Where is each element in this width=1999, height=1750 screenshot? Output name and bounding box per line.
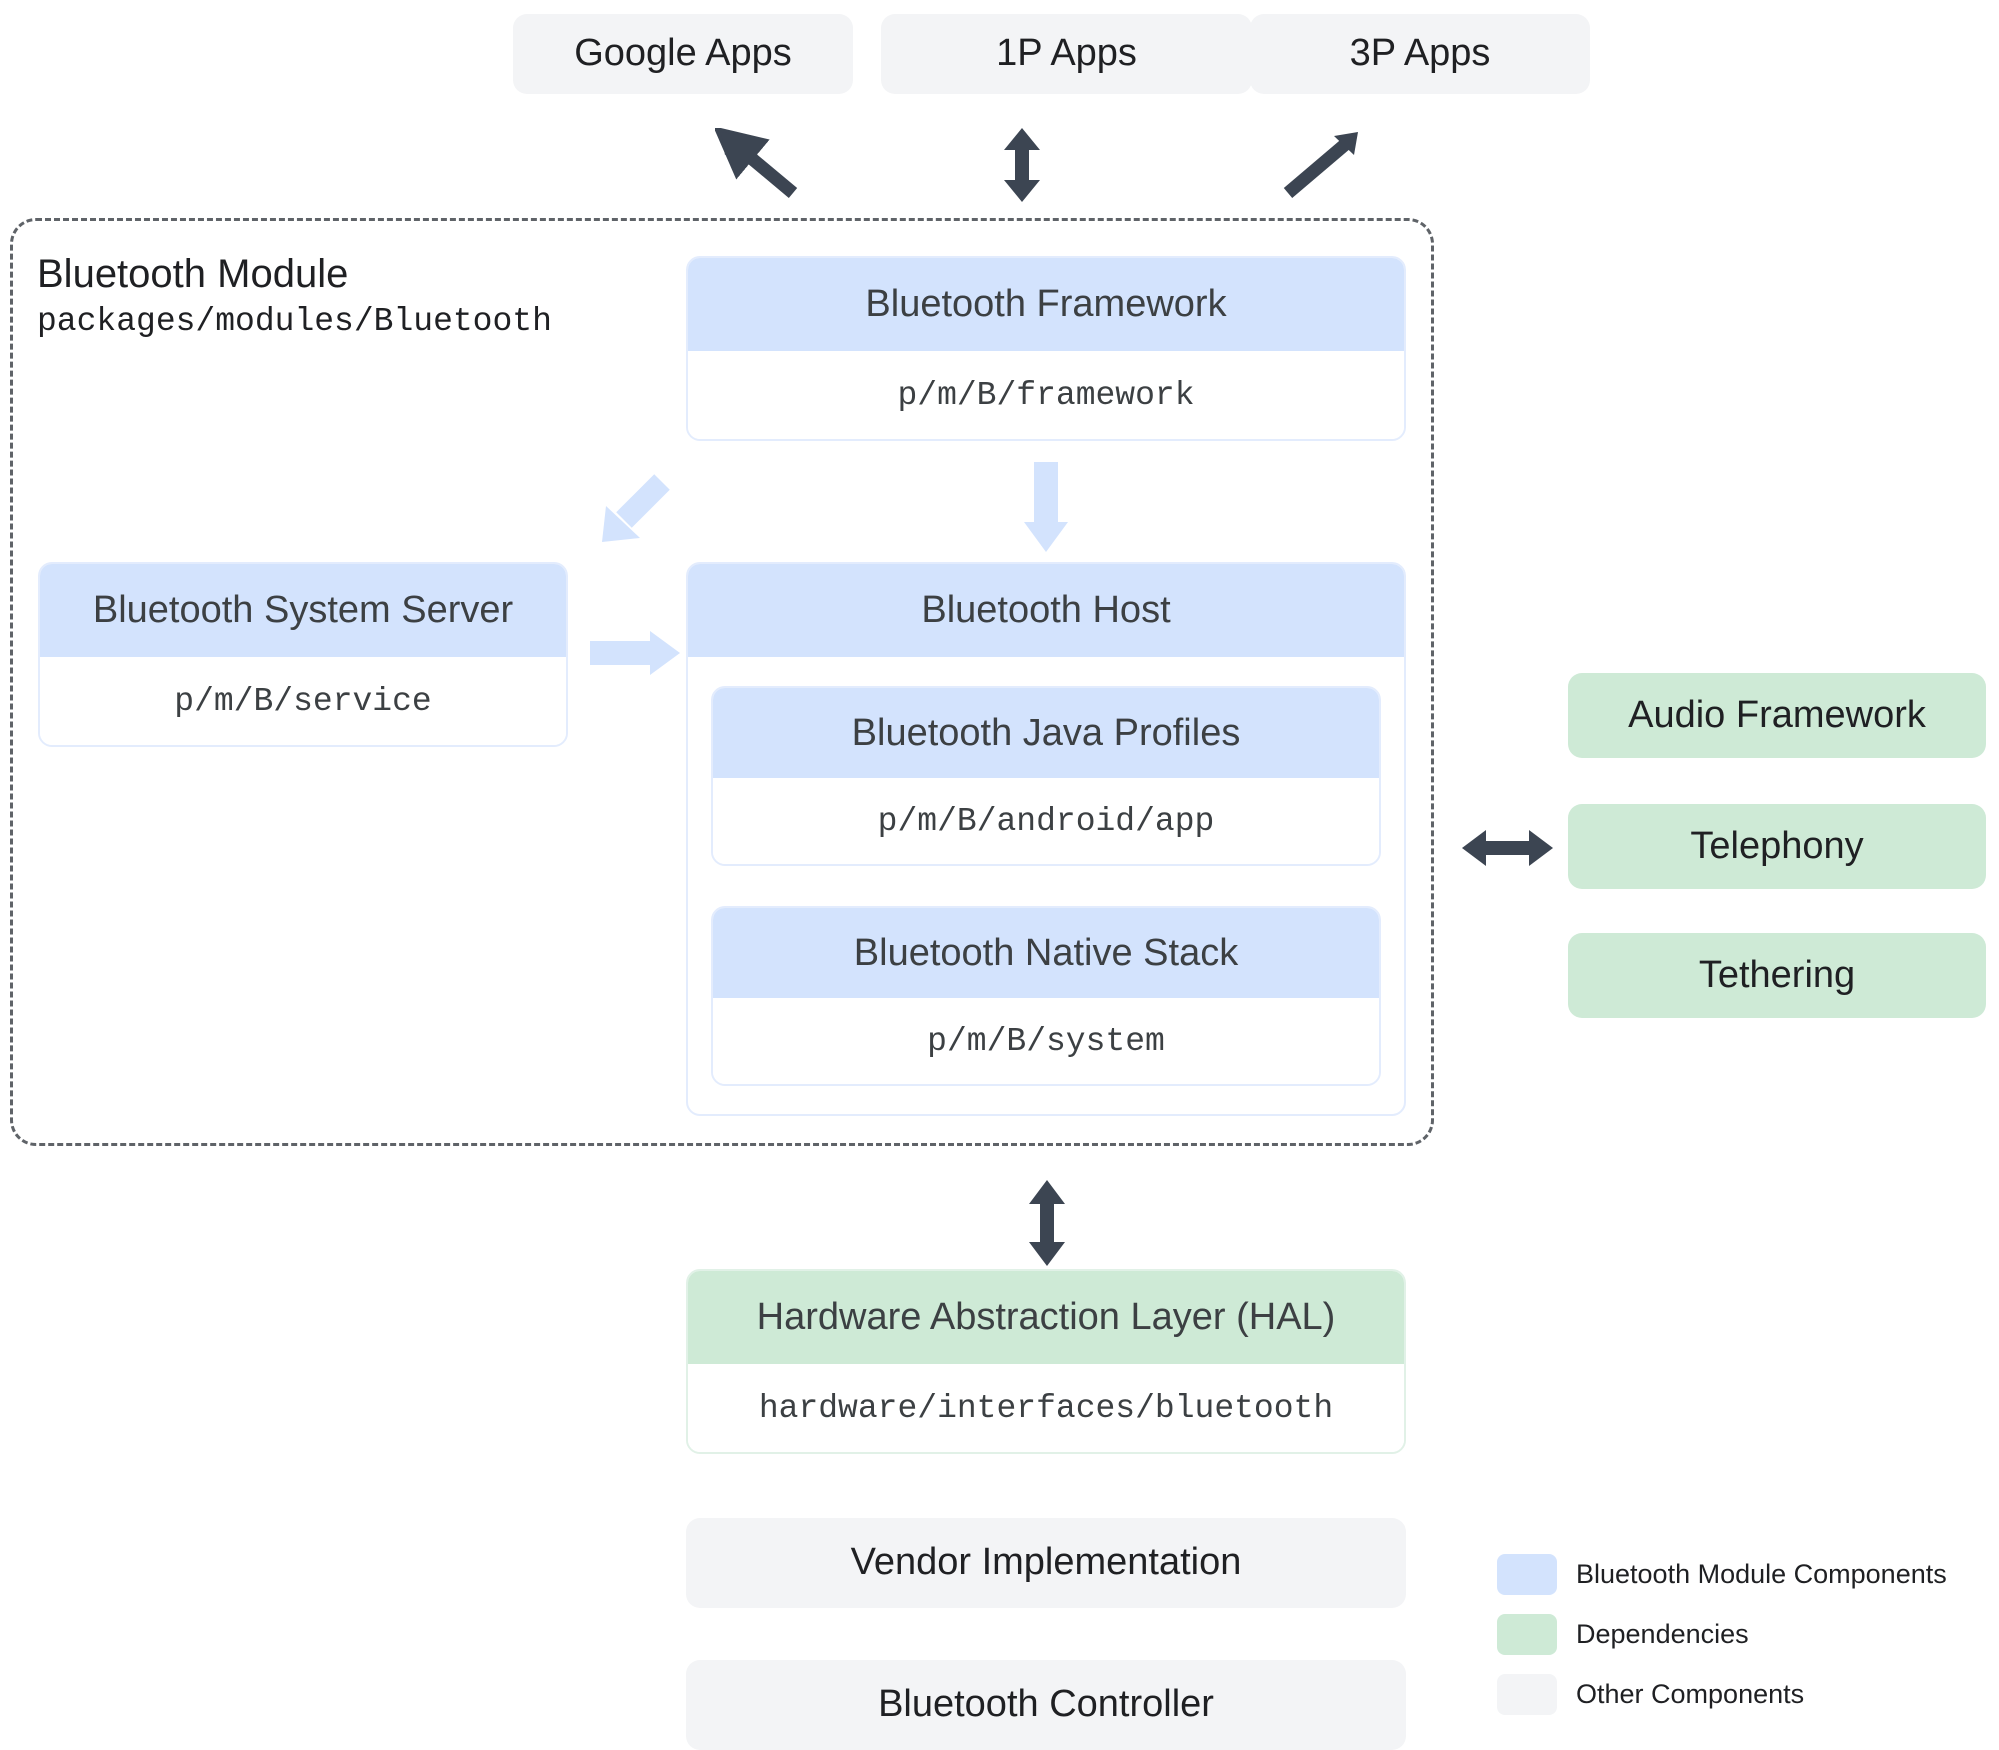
legend-swatch-green [1497,1614,1557,1655]
card-bluetooth-java-profiles[interactable]: Bluetooth Java Profiles p/m/B/android/ap… [711,686,1381,866]
card-path: p/m/B/service [40,657,566,745]
arrow-framework-to-host [1024,462,1068,552]
card-title: Bluetooth Java Profiles [851,711,1241,754]
legend-item-module-components: Bluetooth Module Components [1497,1554,1947,1595]
legend-swatch-grey [1497,1674,1557,1715]
dependency-box-tethering[interactable]: Tethering [1568,933,1986,1018]
card-header: Bluetooth System Server [40,564,566,657]
legend-item-other-components: Other Components [1497,1674,1947,1715]
card-title: Bluetooth Native Stack [853,931,1239,974]
legend-item-dependencies: Dependencies [1497,1614,1947,1655]
box-vendor-implementation[interactable]: Vendor Implementation [686,1518,1406,1608]
app-box-label: 3P Apps [1349,32,1491,75]
card-bluetooth-system-server[interactable]: Bluetooth System Server p/m/B/service [38,562,568,747]
card-hardware-abstraction-layer[interactable]: Hardware Abstraction Layer (HAL) hardwar… [686,1269,1406,1454]
card-title: Hardware Abstraction Layer (HAL) [756,1296,1336,1338]
bluetooth-module-container [10,218,1434,1146]
arrow-3p-apps-to-module [1283,132,1358,198]
dependency-box-telephony[interactable]: Telephony [1568,804,1986,889]
app-box-label: Google Apps [574,32,792,75]
card-header: Bluetooth Host [688,564,1404,657]
card-header: Bluetooth Framework [688,258,1404,351]
dependency-label: Tethering [1698,953,1856,996]
arrow-module-to-hal [1029,1180,1065,1266]
card-header: Bluetooth Native Stack [713,908,1379,998]
card-title: Bluetooth System Server [92,589,514,631]
card-title: Bluetooth Host [921,589,1171,631]
app-box-3p-apps[interactable]: 3P Apps [1250,14,1590,94]
card-bluetooth-framework[interactable]: Bluetooth Framework p/m/B/framework [686,256,1406,441]
dependency-label: Telephony [1690,824,1864,867]
box-bluetooth-controller[interactable]: Bluetooth Controller [686,1660,1406,1750]
card-path: p/m/B/framework [688,351,1404,439]
arrow-framework-to-system-server [602,474,670,542]
card-path: hardware/interfaces/bluetooth [688,1364,1404,1452]
dependency-label: Audio Framework [1628,693,1926,736]
arrow-google-apps-to-module [715,128,798,198]
box-label: Bluetooth Controller [878,1683,1214,1726]
box-label: Vendor Implementation [850,1541,1242,1584]
legend-label: Dependencies [1576,1619,1749,1649]
app-box-label: 1P Apps [996,32,1137,75]
card-header: Bluetooth Java Profiles [713,688,1379,778]
legend-label: Bluetooth Module Components [1576,1559,1947,1589]
card-title: Bluetooth Framework [865,283,1227,325]
arrow-1p-apps-to-module [1004,128,1040,202]
app-box-google-apps[interactable]: Google Apps [513,14,853,94]
card-path: p/m/B/android/app [713,778,1379,864]
legend-label: Other Components [1576,1679,1805,1709]
dependency-box-audio-framework[interactable]: Audio Framework [1568,673,1986,758]
bluetooth-module-path: packages/modules/Bluetooth [37,303,552,340]
legend-swatch-blue [1497,1554,1557,1595]
app-box-1p-apps[interactable]: 1P Apps [881,14,1252,94]
card-bluetooth-native-stack[interactable]: Bluetooth Native Stack p/m/B/system [711,906,1381,1086]
card-header: Hardware Abstraction Layer (HAL) [688,1271,1404,1364]
legend: Bluetooth Module Components Dependencies… [1497,1554,1947,1734]
arrow-module-to-dependencies [1462,830,1553,866]
bluetooth-module-title: Bluetooth Module [37,252,349,296]
arrow-system-server-to-host [590,631,680,675]
card-path: p/m/B/system [713,998,1379,1084]
